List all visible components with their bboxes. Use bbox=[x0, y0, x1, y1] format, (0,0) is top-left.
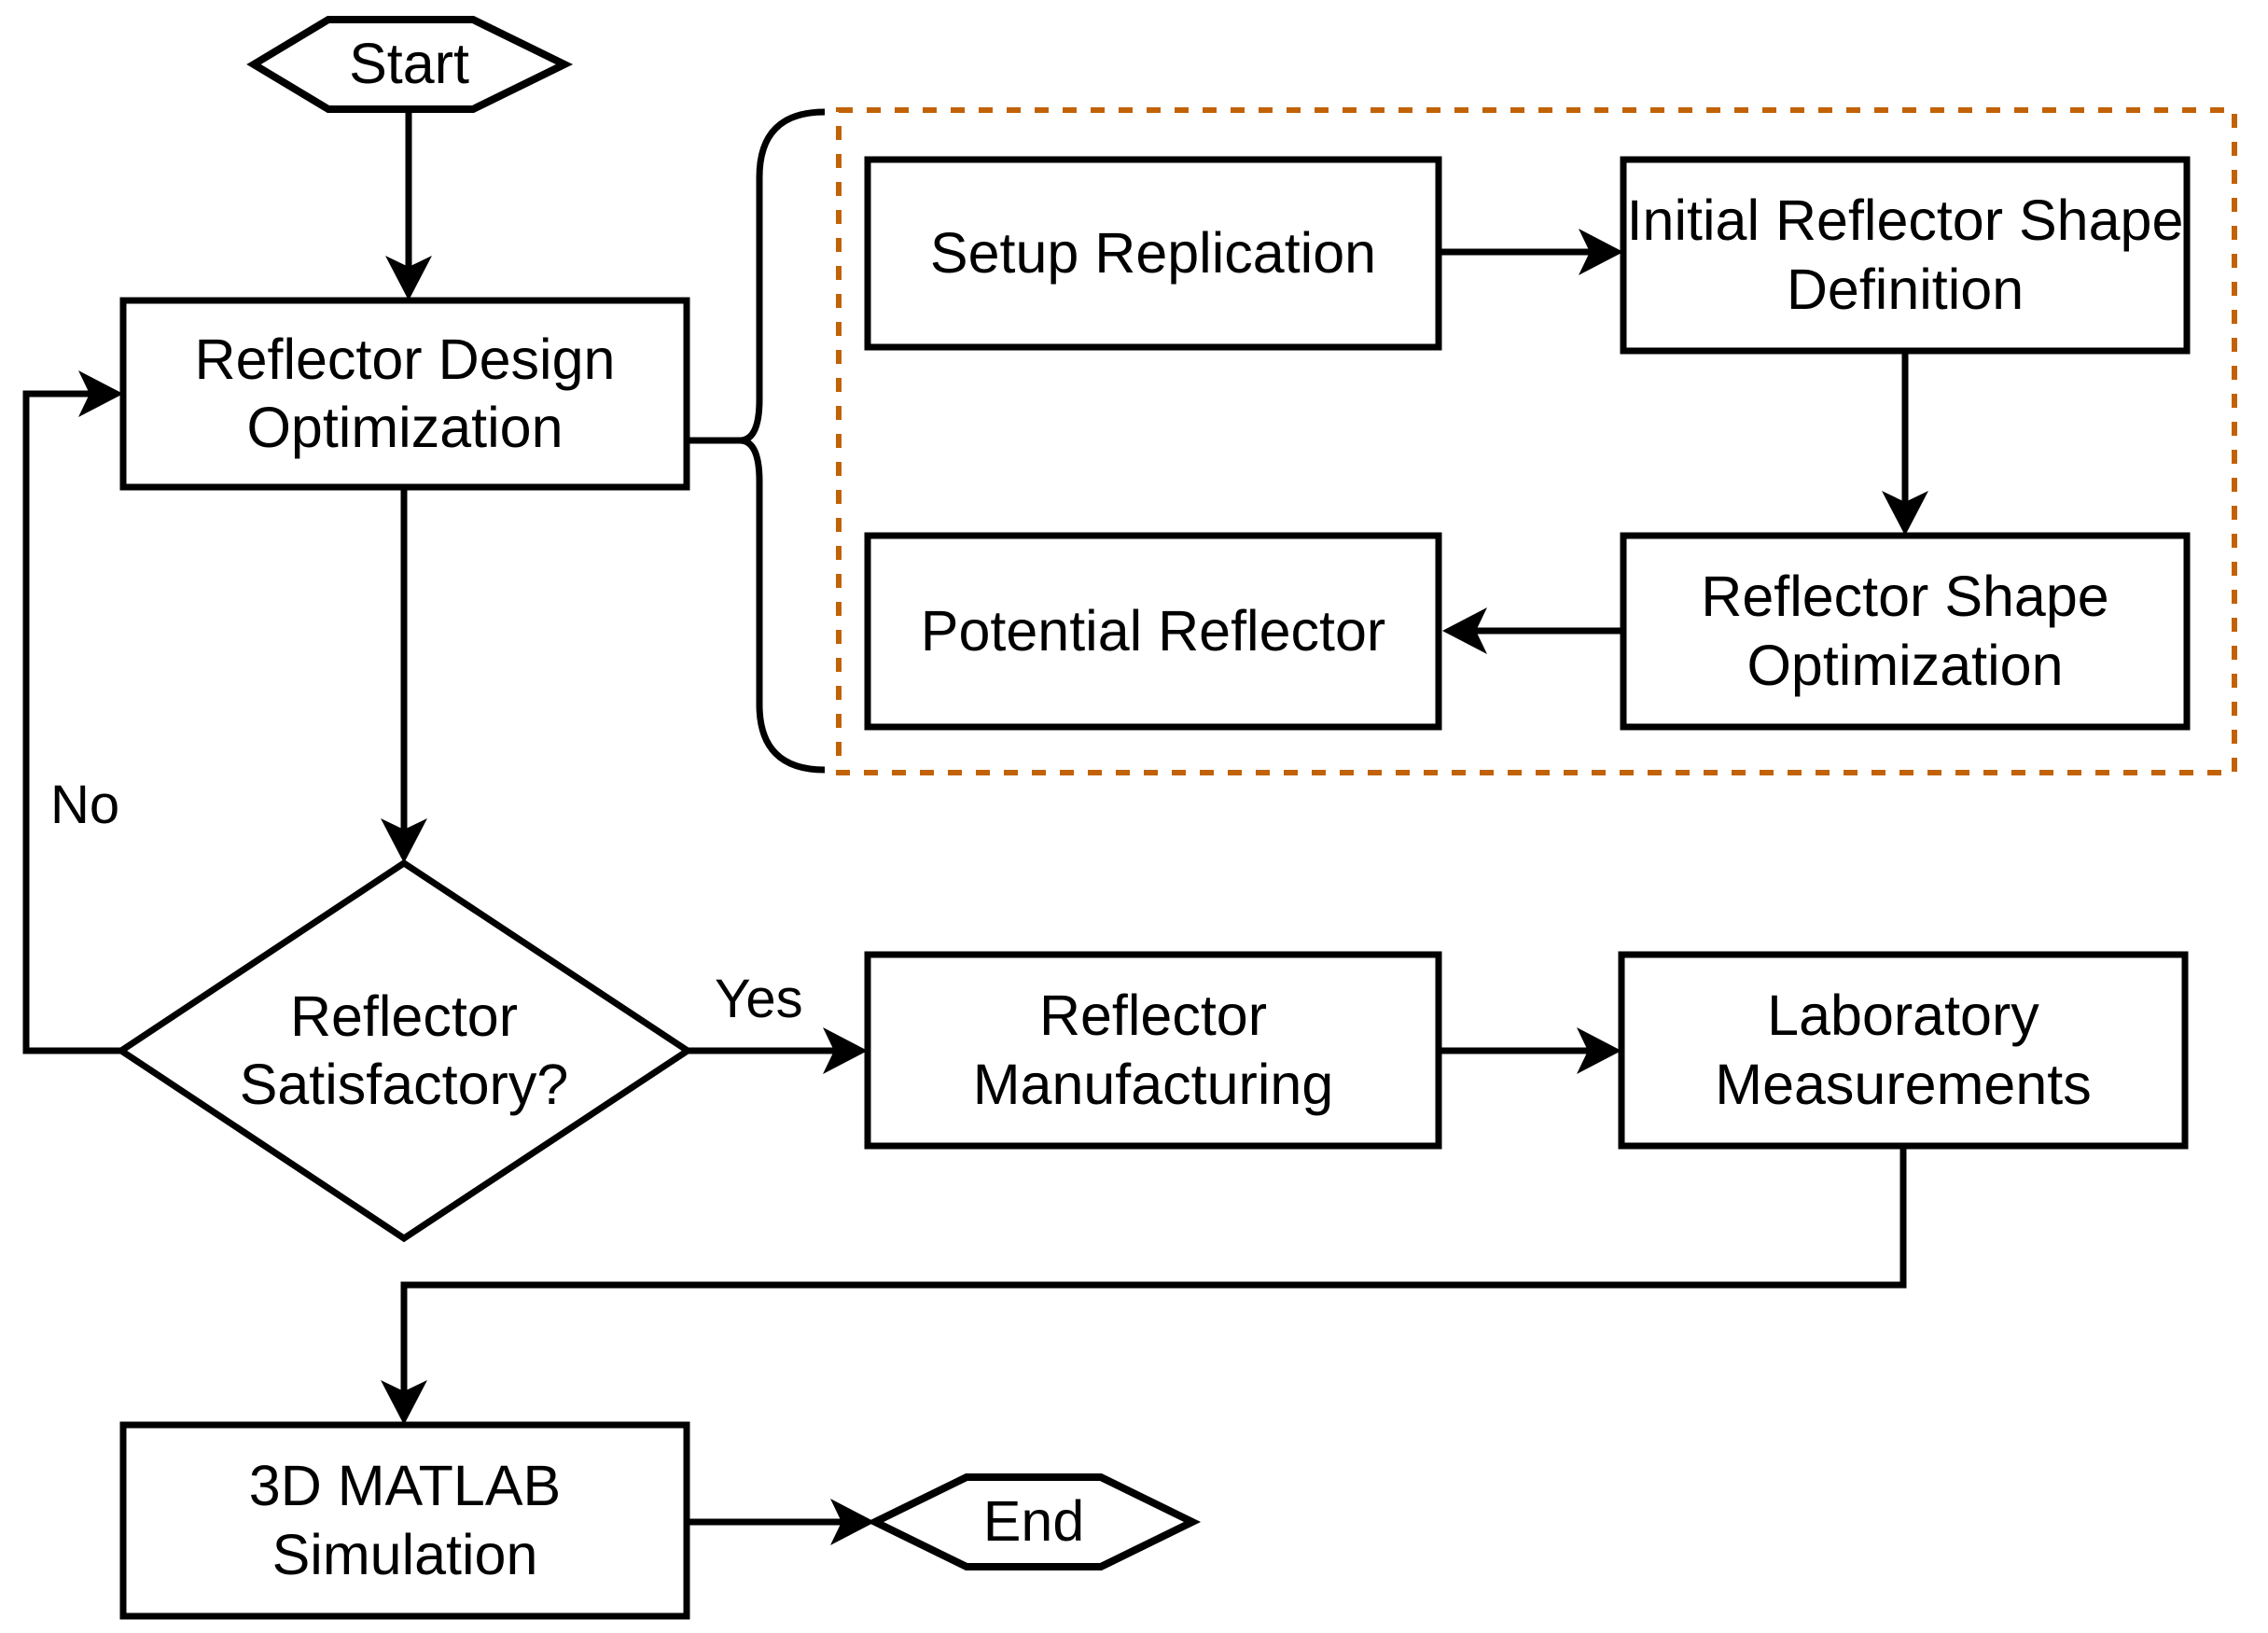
curly-brace bbox=[739, 108, 826, 774]
reflector-design-optimization-label: Reflector Design Optimization bbox=[194, 327, 616, 459]
matlab-simulation-box bbox=[119, 1421, 690, 1620]
matlab-simulation-label: 3D MATLAB Simulation bbox=[248, 1454, 562, 1586]
potential-reflector-label: Potential Reflector bbox=[920, 598, 1386, 663]
yes-edge-label: Yes bbox=[715, 969, 803, 1029]
arrowhead-start-to-rdo bbox=[385, 256, 432, 300]
reflector-shape-optimization-label: Reflector Shape Optimization bbox=[1701, 565, 2109, 697]
setup-replication-label: Setup Replication bbox=[929, 220, 1377, 285]
arrowhead-rm-to-lm bbox=[1577, 1027, 1621, 1074]
arrowhead-matlab-to-end bbox=[830, 1499, 875, 1545]
reflector-satisfactory-label: Reflector Satisfactory? bbox=[239, 984, 569, 1116]
reflector-shape-optimization-box bbox=[1620, 532, 2191, 731]
setup-replication-box bbox=[864, 156, 1442, 351]
initial-reflector-shape-definition-label: Initial Reflector Shape Definition bbox=[1626, 188, 2184, 321]
laboratory-measurements-label: Laboratory Measurements bbox=[1715, 984, 2092, 1116]
start-terminator-shape bbox=[246, 16, 574, 113]
arrowhead-lm-to-matlab bbox=[381, 1380, 427, 1425]
start-label: Start bbox=[349, 32, 469, 96]
subprocess-group-dashed-border bbox=[836, 107, 2237, 775]
initial-reflector-shape-definition-box bbox=[1620, 156, 2191, 355]
reflector-satisfactory-diamond bbox=[115, 858, 694, 1243]
arrowhead-rso-to-pr bbox=[1442, 607, 1487, 654]
reflector-manufacturing-label: Reflector Manufacturing bbox=[972, 984, 1334, 1116]
reflector-manufacturing-box bbox=[864, 951, 1442, 1150]
no-loop-line bbox=[22, 390, 123, 1054]
no-edge-label: No bbox=[50, 775, 120, 835]
arrowhead-yes bbox=[823, 1027, 868, 1074]
end-label: End bbox=[982, 1489, 1085, 1554]
end-terminator-shape bbox=[866, 1473, 1202, 1570]
laboratory-measurements-box bbox=[1618, 951, 2189, 1150]
arrowhead-rdo-to-diamond bbox=[381, 818, 427, 863]
lm-to-matlab-line bbox=[400, 1146, 1907, 1393]
arrowhead-sr-to-irsd bbox=[1579, 229, 1623, 275]
arrowhead-no-loop bbox=[78, 370, 123, 417]
arrowhead-irsd-to-rso bbox=[1882, 491, 1928, 536]
reflector-design-optimization-box bbox=[119, 297, 690, 491]
potential-reflector-box bbox=[864, 532, 1442, 731]
